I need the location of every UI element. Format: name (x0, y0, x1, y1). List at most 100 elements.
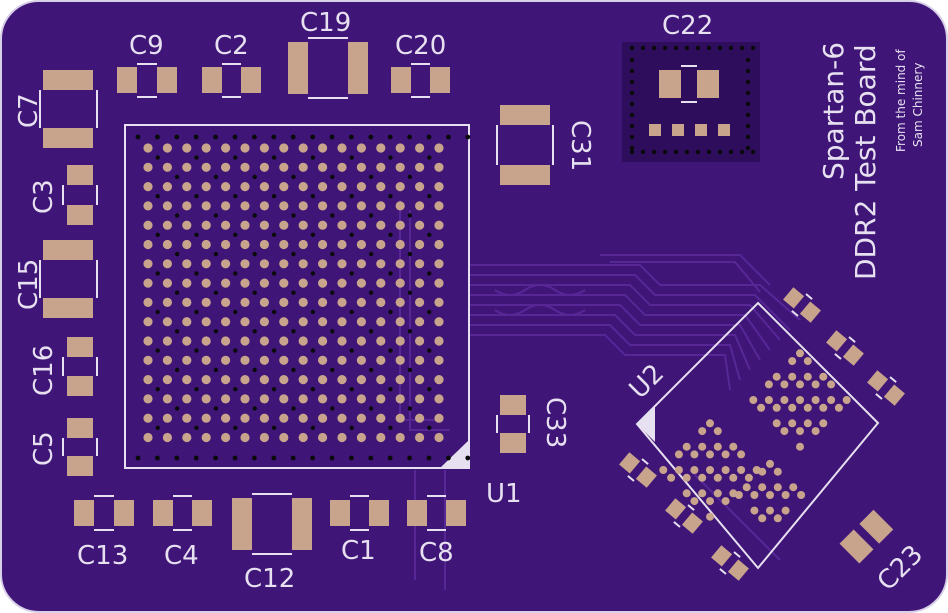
u1-ball (415, 162, 425, 172)
u1-ball (356, 143, 366, 153)
u1-ball (143, 394, 153, 404)
u1-ball (434, 182, 444, 192)
u1-via (407, 213, 413, 218)
u1-ball (221, 239, 231, 250)
u1-via (426, 455, 432, 461)
u1-via (291, 290, 296, 295)
u1-ball (221, 432, 231, 443)
u1-ball (221, 278, 231, 288)
c22-via (695, 149, 701, 155)
u1-ball (318, 278, 328, 288)
c22-via (629, 134, 635, 140)
u1-via (194, 348, 199, 353)
u1-ball (182, 394, 192, 404)
u1-via (368, 367, 374, 373)
u2-ball (706, 450, 714, 459)
u1-via (427, 348, 432, 353)
u2-ball (773, 514, 782, 523)
label-c8: C8 (419, 538, 454, 568)
u1-ball (376, 432, 386, 443)
u1-via (407, 406, 413, 411)
u1-ball (395, 413, 405, 423)
u1-via (427, 425, 432, 430)
u2-ball (796, 396, 804, 404)
title-line2: DDR2 Test Board (849, 44, 882, 280)
u1-via (407, 134, 412, 140)
u1-ball (259, 432, 269, 443)
u1-ball (298, 182, 308, 192)
u1-ball (415, 317, 425, 327)
u1-ball (221, 182, 231, 192)
u1-ball (162, 201, 172, 211)
c22-via (673, 45, 679, 51)
u1-pin1-marker (440, 440, 469, 468)
u1-via (426, 134, 432, 140)
c22-via (745, 145, 751, 151)
u1-ball (221, 413, 231, 423)
u2-ball (796, 427, 804, 436)
u1-via (330, 406, 335, 411)
u1-ball (279, 220, 289, 230)
u1-via (213, 329, 219, 334)
c22-via (745, 68, 751, 74)
u1-via (427, 309, 432, 315)
u2-decoupling-caps (619, 287, 905, 581)
u1-ball (143, 336, 153, 346)
u2-ball (773, 467, 782, 476)
u1-via (233, 271, 238, 276)
u1-ball (182, 201, 192, 211)
u1-ball (279, 355, 289, 365)
u1-via (174, 367, 180, 373)
u1-via (290, 134, 296, 140)
u1-ball (143, 259, 153, 269)
c22-via (728, 45, 734, 51)
reference-designators: C9 C2 C19 C20 C22 C7 C3 C15 C16 C5 C31 C… (14, 8, 929, 597)
u1-ball (143, 278, 153, 288)
u1-via (330, 174, 335, 180)
u1-ball (356, 162, 366, 172)
u2-ball (757, 403, 766, 412)
u2-ball (713, 442, 722, 451)
u1-ball (259, 375, 269, 385)
u1-ball (162, 239, 172, 250)
c22-via (629, 112, 635, 118)
u1-ball (376, 143, 386, 153)
u1-via (291, 174, 296, 180)
u1-via (194, 232, 199, 237)
c22-via (629, 101, 635, 107)
u1-via (213, 251, 219, 257)
u1-ball (201, 182, 211, 192)
u1-ball (162, 259, 172, 269)
u2-ball (682, 473, 691, 482)
label-c1: C1 (341, 536, 376, 566)
u1-via (330, 367, 335, 373)
u2-ball (796, 442, 804, 451)
u1-ball (279, 201, 289, 211)
u1-ball (395, 432, 405, 443)
u1-via (271, 134, 277, 140)
u1-via (233, 348, 238, 353)
u1-via (349, 271, 354, 276)
u1-ball (240, 375, 250, 385)
u1-ball (318, 336, 328, 346)
u1-ball (415, 355, 425, 365)
u2-ball (834, 403, 843, 412)
u1-via (407, 251, 413, 257)
u1-via (310, 309, 316, 315)
u1-ball (298, 432, 308, 443)
u1-ball (143, 143, 153, 153)
u2-ball (764, 396, 773, 404)
u1-via (388, 387, 393, 392)
u1-via (329, 455, 335, 461)
c22-via (695, 45, 701, 51)
u1-ball (318, 143, 328, 153)
c22-via (728, 149, 734, 155)
u1-ball (337, 143, 347, 153)
u1-ball (318, 259, 328, 269)
c22-via (629, 45, 635, 51)
c22-via (662, 149, 668, 155)
u2-ball (737, 466, 746, 474)
u1-ball (201, 336, 211, 346)
u1-via (465, 134, 471, 140)
u1-ball (201, 220, 211, 230)
